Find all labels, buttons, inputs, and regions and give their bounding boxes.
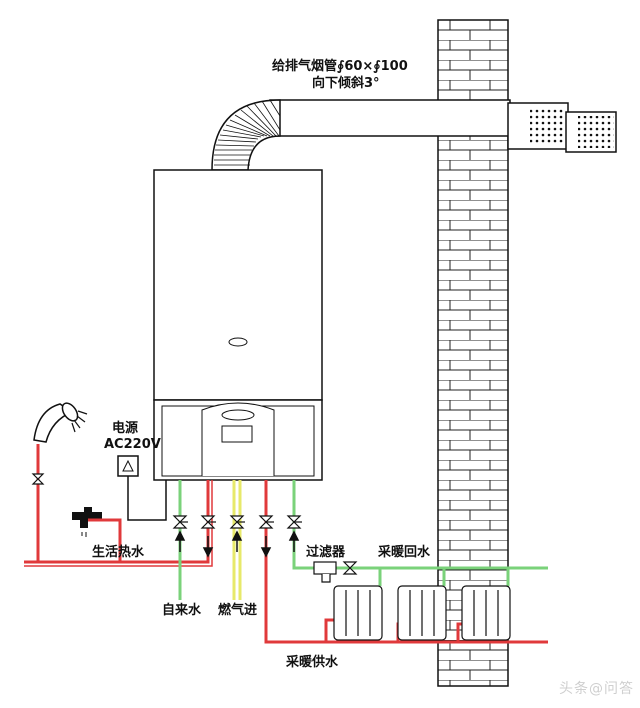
label-cold-in: 自来水 [162, 602, 202, 618]
valve-cold [172, 515, 188, 529]
radiators [333, 585, 511, 641]
label-hot-water: 生活热水 [92, 544, 145, 560]
valve-return-main [342, 561, 358, 575]
flue-label-line1: 给排气烟管∮60×∮100 [272, 58, 408, 74]
brand-logo [228, 337, 248, 347]
label-heating-supply: 采暖供水 [285, 654, 339, 670]
power-socket [117, 455, 167, 521]
arrow-down-hot [202, 536, 214, 558]
power-label-line1: 电源 [112, 420, 138, 436]
heating-return-pipe [292, 480, 548, 586]
filter-icon [313, 561, 337, 583]
faucet-icon [72, 507, 102, 537]
domestic-hot-water-pipe [24, 444, 210, 564]
flue-label-line2: 向下倾斜3° [312, 75, 380, 91]
radiator-2 [397, 585, 447, 641]
valve-hot [200, 515, 216, 529]
flue-pipe [211, 99, 617, 171]
shower-head-icon [33, 402, 88, 443]
valve-return [286, 515, 302, 529]
flow-arrows [174, 530, 300, 558]
power-label-line2: AC220V [104, 437, 161, 452]
watermark: 头条@问答 [559, 681, 634, 697]
arrow-up-gas [231, 530, 243, 552]
arrow-up-return [288, 530, 300, 552]
radiator-1 [333, 585, 383, 641]
hot-pipe-outline [24, 480, 213, 567]
boiler-unit [153, 169, 323, 481]
radiator-3 [461, 585, 511, 641]
valves [31, 473, 358, 575]
label-gas-in: 燃气进 [218, 602, 257, 618]
label-filter: 过滤器 [306, 544, 346, 560]
valve-shower [31, 473, 45, 485]
valve-supply [258, 515, 274, 529]
valve-gas [229, 515, 245, 529]
label-heating-return: 采暖回水 [377, 544, 431, 560]
arrow-down-supply [260, 536, 272, 558]
arrow-up-cold [174, 530, 186, 552]
